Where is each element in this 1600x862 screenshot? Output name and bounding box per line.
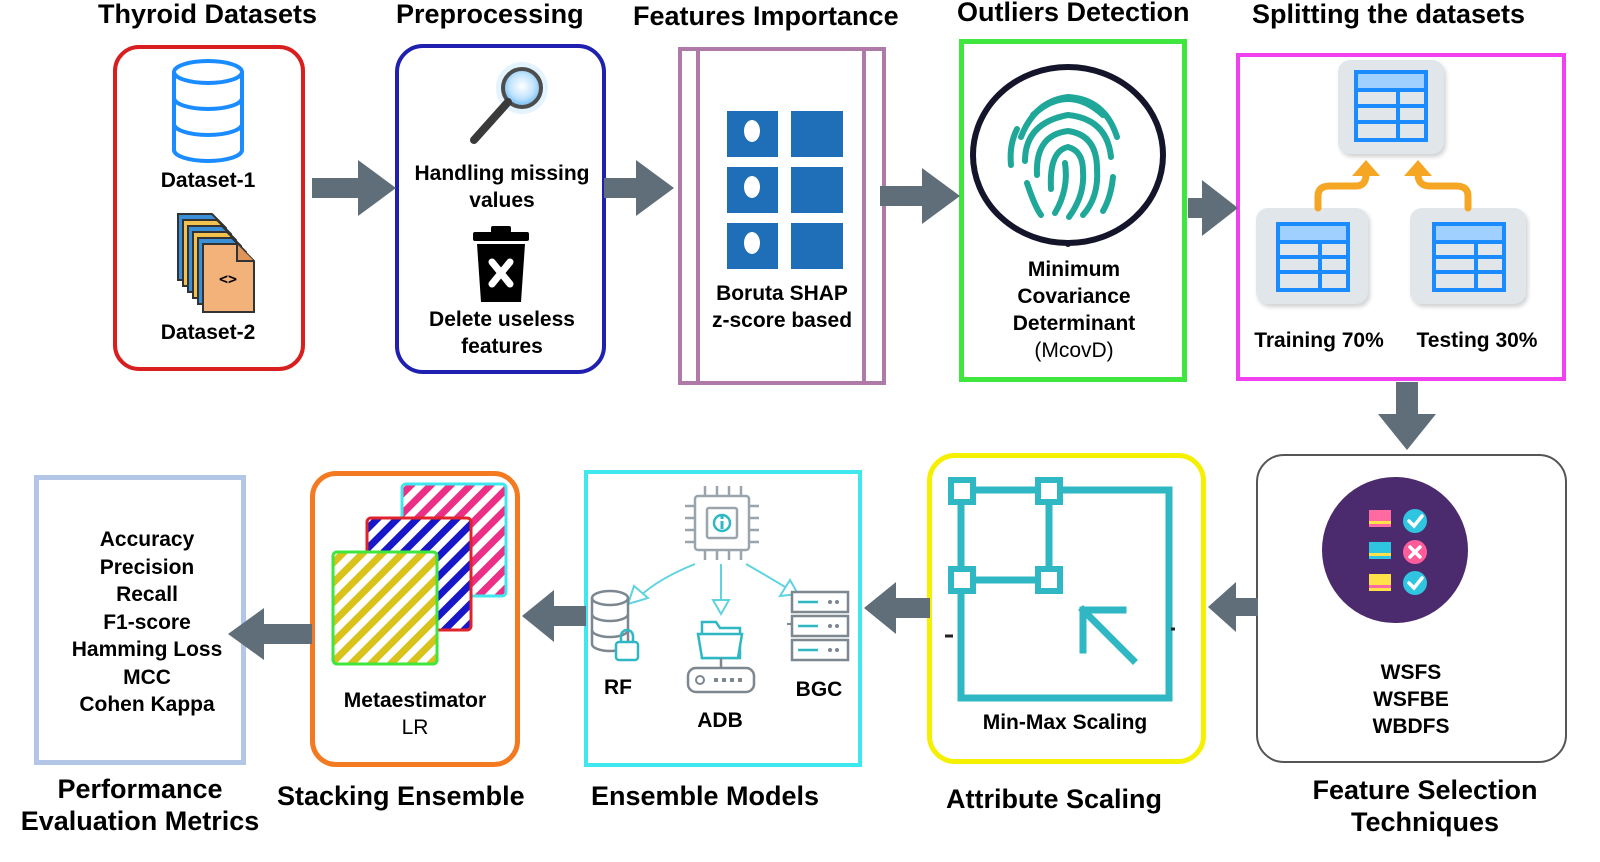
fs-item-wsfs: WSFS xyxy=(1380,661,1442,684)
stacking-ensemble-box xyxy=(310,471,520,767)
database-lock-icon xyxy=(590,589,640,662)
magnifier-icon xyxy=(470,62,548,144)
fs-item-wbdfs: WBDFS xyxy=(1372,714,1450,738)
feature-selection-title: Feature Selection Techniques xyxy=(1280,774,1570,839)
mcovd-line-3: Determinant xyxy=(1012,311,1136,335)
preprocessing-title: Preprocessing xyxy=(396,0,584,29)
performance-title-line-1: Performance xyxy=(57,774,223,804)
mcovd-label: Minimum Covariance Determinant (McovD) xyxy=(975,257,1173,365)
server-rack-icon xyxy=(787,590,850,662)
arrow-scaling-to-ensemble xyxy=(864,582,930,634)
metric-accuracy: Accuracy xyxy=(99,528,195,551)
mcovd-line-2: Covariance xyxy=(1017,284,1131,308)
adb-label: ADB xyxy=(697,709,743,732)
arrow-feature-selection-to-scaling xyxy=(1208,582,1258,632)
thyroid-datasets-box xyxy=(113,45,305,371)
performance-metrics-box xyxy=(34,475,246,765)
arrow-stacking-to-performance xyxy=(228,608,312,660)
testing-30-label: Testing 30% xyxy=(1416,329,1538,352)
fs-item-wsfbe: WSFBE xyxy=(1373,687,1449,711)
dataset-1-label: Dataset-1 xyxy=(160,169,256,192)
mcovd-line-1: Minimum xyxy=(1027,258,1121,281)
full-dataset-table-icon xyxy=(1354,70,1428,142)
arrow-outliers-to-splitting xyxy=(1188,180,1238,236)
attribute-scaling-title: Attribute Scaling xyxy=(946,784,1163,814)
folder-network-icon xyxy=(686,620,756,694)
arrow-preprocessing-to-features xyxy=(604,160,674,216)
scaling-resize-icon xyxy=(945,477,1175,702)
database-icon xyxy=(172,59,244,163)
stacking-ensemble-title: Stacking Ensemble xyxy=(277,781,525,811)
metaestimator-line-1: Metaestimator xyxy=(343,689,487,712)
feature-selection-list: WSFS WSFBE WBDFS xyxy=(1336,660,1486,741)
boruta-shap-line-1: Boruta SHAP xyxy=(716,282,848,305)
performance-metrics-title: Performance Evaluation Metrics xyxy=(0,773,280,838)
feature-grid-icon xyxy=(727,111,843,269)
handling-missing-line-1: Handling missing xyxy=(414,162,590,185)
stacked-layers-icon xyxy=(331,482,508,666)
code-file-glyph: <> xyxy=(218,270,238,288)
bgc-label: BGC xyxy=(795,678,843,701)
splitting-datasets-title: Splitting the datasets xyxy=(1252,0,1526,29)
boruta-shap-label: Boruta SHAP z-score based xyxy=(702,281,862,335)
arrow-splitting-to-feature-selection xyxy=(1378,382,1436,450)
fingerprint-icon xyxy=(970,64,1166,247)
training-table-icon xyxy=(1276,222,1350,292)
checklist-icon xyxy=(1322,477,1468,623)
features-importance-box xyxy=(678,47,886,385)
arrow-thyroid-to-preprocessing xyxy=(312,160,396,216)
dataset-2-label: Dataset-2 xyxy=(160,321,256,344)
boruta-shap-line-2: z-score based xyxy=(711,308,853,332)
processor-chip-icon xyxy=(685,486,759,560)
metric-hamming-loss: Hamming Loss xyxy=(71,638,223,661)
splitting-datasets-box xyxy=(1236,53,1566,381)
testing-table-icon xyxy=(1432,222,1506,292)
mcovd-line-4: (McovD) xyxy=(1034,338,1114,362)
training-70-label: Training 70% xyxy=(1254,329,1384,352)
features-importance-title: Features Importance xyxy=(633,1,899,31)
rf-label: RF xyxy=(604,676,632,699)
ensemble-models-title: Ensemble Models xyxy=(591,781,820,811)
delete-useless-line-2: features xyxy=(461,334,543,358)
code-files-icon xyxy=(177,213,255,313)
metrics-list: Accuracy Precision Recall F1-score Hammi… xyxy=(44,526,250,719)
delete-useless-label: Delete useless features xyxy=(404,307,600,361)
metric-precision: Precision xyxy=(99,555,195,579)
min-max-scaling-label: Min-Max Scaling xyxy=(982,711,1148,734)
outliers-detection-title: Outliers Detection xyxy=(957,0,1190,27)
metaestimator-line-2: LR xyxy=(401,715,429,739)
preprocessing-box xyxy=(395,44,606,374)
features-importance-inner-line-left xyxy=(696,47,700,385)
split-merge-arrows-icon xyxy=(1314,160,1472,212)
ensemble-branch-arrows xyxy=(626,563,800,617)
feature-selection-title-line-2: Techniques xyxy=(1350,807,1500,838)
performance-title-line-2: Evaluation Metrics xyxy=(20,806,260,837)
outliers-detection-box xyxy=(959,39,1187,382)
ensemble-models-box xyxy=(584,470,862,767)
metric-mcc: MCC xyxy=(123,665,171,689)
metaestimator-label: Metaestimator LR xyxy=(326,688,504,742)
feature-selection-title-line-1: Feature Selection xyxy=(1312,775,1538,805)
metric-cohen-kappa: Cohen Kappa xyxy=(79,693,215,716)
features-importance-inner-line-right xyxy=(862,47,866,385)
arrow-features-to-outliers xyxy=(880,168,960,224)
handling-missing-label: Handling missing values xyxy=(404,161,600,215)
metric-recall: Recall xyxy=(116,583,178,606)
thyroid-datasets-title: Thyroid Datasets xyxy=(98,0,318,29)
handling-missing-line-2: values xyxy=(469,188,535,212)
metric-f1-score: F1-score xyxy=(103,610,191,634)
delete-useless-line-1: Delete useless xyxy=(429,308,575,331)
trash-delete-icon xyxy=(473,226,529,302)
arrow-ensemble-to-stacking xyxy=(522,590,586,642)
